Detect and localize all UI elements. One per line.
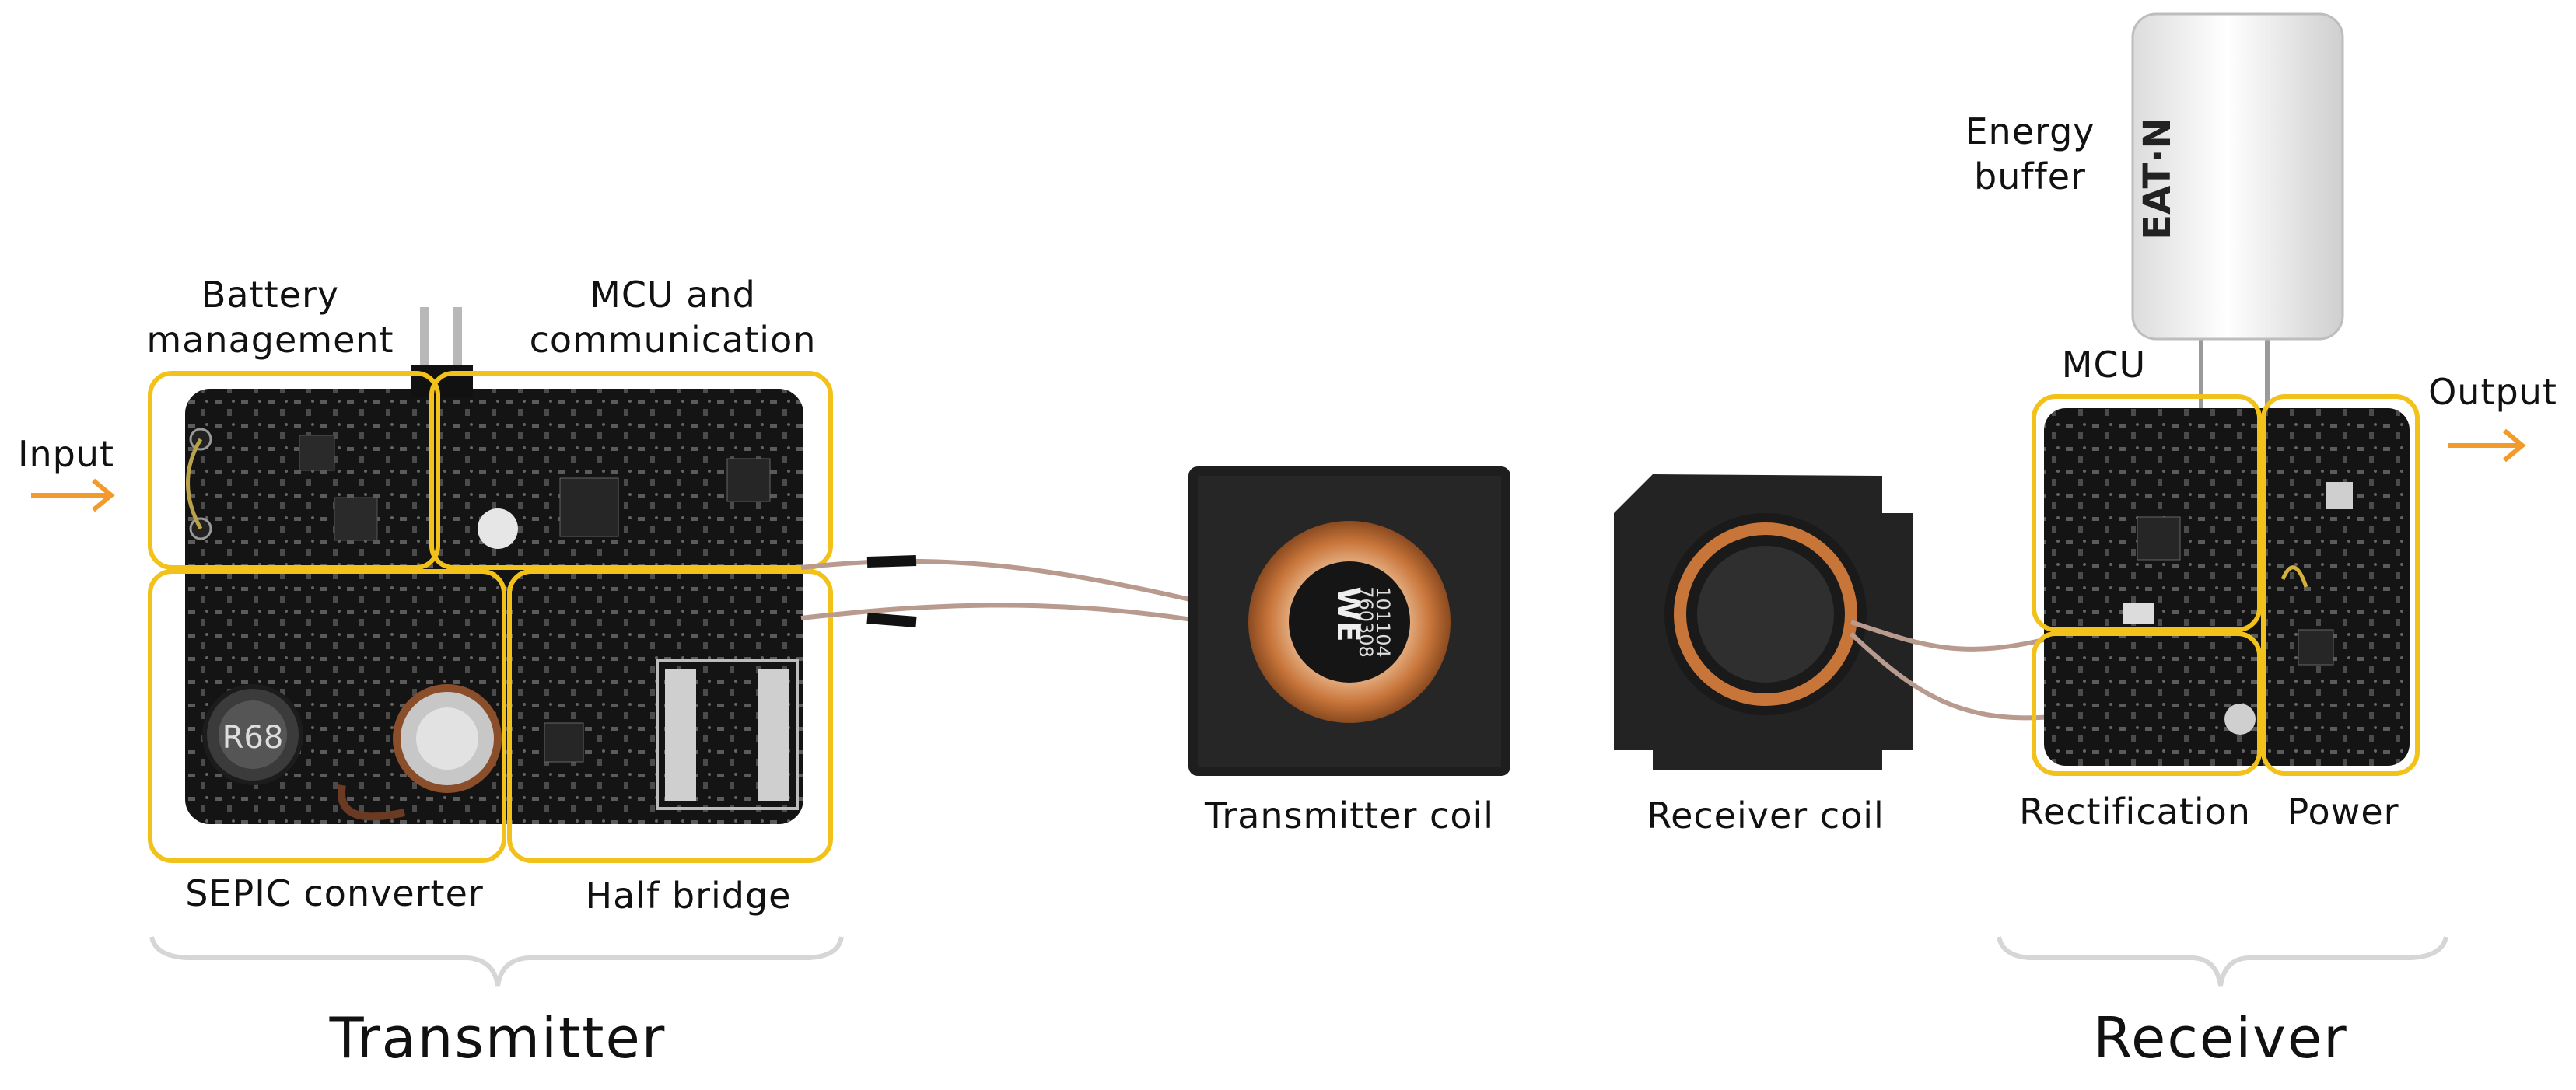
- energy-buffer-label: Energy buffer: [1941, 109, 2119, 199]
- battery-label-line1: Battery: [201, 274, 340, 316]
- half-bridge-box: [507, 569, 833, 863]
- mcu-comm-label-line1: MCU and: [590, 274, 756, 316]
- receiver-coil-label: Receiver coil: [1647, 795, 1885, 837]
- mcu-label: MCU: [2061, 344, 2147, 386]
- capacitor-brand-marking: EAT·N: [2136, 117, 2179, 239]
- energy-buffer-capacitor: EAT·N: [2131, 12, 2344, 420]
- rectification-label: Rectification: [2019, 791, 2251, 833]
- output-arrow: [2448, 428, 2526, 463]
- sepic-converter-box: [148, 569, 506, 863]
- receiver-coil-assembly: [1614, 474, 1913, 770]
- transmitter-coil-assembly: WE 760308 101104: [1188, 466, 1510, 776]
- receiver-region-boxes: [2032, 394, 2420, 776]
- energy-label-line2: buffer: [1974, 155, 2086, 197]
- mcu-box: [2032, 394, 2262, 632]
- battery-management-label: Battery management: [124, 272, 416, 362]
- input-arrow: [31, 478, 115, 512]
- coil-brand-marking: WE: [1330, 586, 1366, 641]
- inductor-marking: R68: [222, 720, 284, 756]
- mcu-communication-box: [429, 371, 833, 570]
- rectification-box: [2032, 631, 2262, 776]
- mcu-communication-label: MCU and communication: [513, 272, 832, 362]
- output-label: Output: [2428, 371, 2557, 413]
- coil-part-marking: 760308: [1355, 586, 1377, 658]
- receiver-brace: [1997, 936, 2448, 987]
- transmitter-pcb: R68: [185, 307, 803, 824]
- battery-management-box: [148, 371, 440, 570]
- power-label: Power: [2287, 791, 2399, 833]
- transmitter-region-boxes: [148, 371, 833, 863]
- sepic-converter-label: SEPIC converter: [185, 872, 484, 914]
- input-label: Input: [17, 433, 115, 475]
- transmitter-coil-label: Transmitter coil: [1204, 795, 1495, 837]
- receiver-pcb: [2044, 408, 2410, 766]
- mcu-comm-label-line2: communication: [529, 319, 817, 361]
- energy-label-line1: Energy: [1965, 110, 2095, 152]
- transmitter-label: Transmitter: [329, 1005, 667, 1071]
- coil-code-marking: 101104: [1372, 586, 1394, 658]
- half-bridge-label: Half bridge: [585, 875, 792, 917]
- power-box: [2261, 394, 2420, 776]
- receiver-label: Receiver: [2093, 1005, 2348, 1071]
- battery-label-line2: management: [146, 319, 394, 361]
- transmitter-brace: [149, 936, 844, 987]
